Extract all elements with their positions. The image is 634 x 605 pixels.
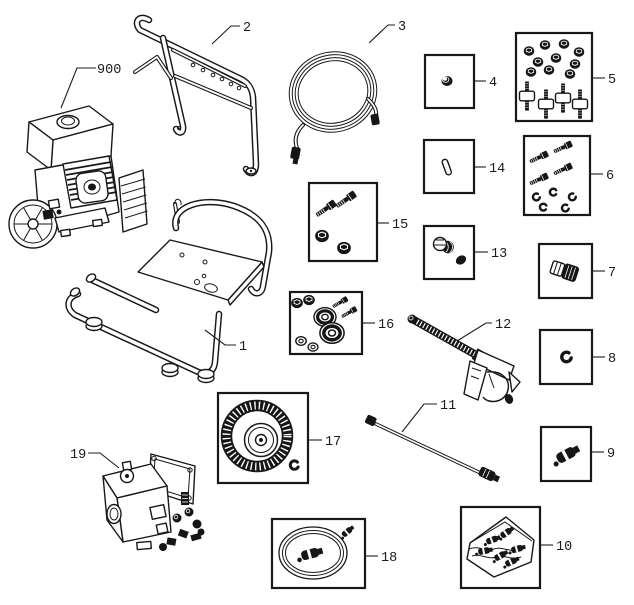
callout-label-15: 15 bbox=[392, 218, 408, 233]
callout-13: 13 bbox=[475, 247, 507, 262]
callout-12: 12 bbox=[456, 318, 511, 342]
callout-11: 11 bbox=[401, 399, 456, 433]
callout-label-3: 3 bbox=[398, 20, 406, 35]
callout-5: 5 bbox=[592, 73, 616, 88]
kit-box-nozzle bbox=[539, 425, 593, 483]
callout-label-10: 10 bbox=[556, 540, 572, 555]
callout-label-19: 19 bbox=[70, 448, 86, 463]
callout-label-6: 6 bbox=[606, 169, 614, 184]
kit-box-nuts-isolators bbox=[514, 31, 594, 123]
callout-label-11: 11 bbox=[440, 399, 456, 414]
kit-box-oring bbox=[270, 517, 367, 590]
kit-box-wheel bbox=[216, 391, 310, 485]
callout-8: 8 bbox=[592, 352, 616, 367]
part-handle bbox=[133, 14, 260, 177]
kit-box-bolts-nuts bbox=[307, 181, 379, 263]
callout-7: 7 bbox=[592, 266, 616, 281]
callout-label-5: 5 bbox=[608, 73, 616, 88]
part-engine bbox=[8, 105, 148, 249]
callout-9: 9 bbox=[591, 447, 615, 462]
callout-label-18: 18 bbox=[381, 551, 397, 566]
part-hose bbox=[288, 51, 380, 165]
part-pump bbox=[102, 453, 205, 551]
callout-label-9: 9 bbox=[607, 447, 615, 462]
callout-16: 16 bbox=[362, 318, 394, 333]
callout-label-7: 7 bbox=[608, 266, 616, 281]
kit-box-fitting-cap bbox=[422, 224, 476, 281]
callout-6: 6 bbox=[590, 169, 614, 184]
callout-2: 2 bbox=[211, 21, 251, 45]
callout-label-900: 900 bbox=[97, 63, 121, 78]
callout-label-4: 4 bbox=[489, 76, 497, 91]
part-wand bbox=[365, 414, 501, 483]
callout-label-13: 13 bbox=[491, 247, 507, 262]
callout-1: 1 bbox=[204, 329, 247, 355]
callout-label-2: 2 bbox=[243, 21, 251, 36]
kit-box-bearings bbox=[288, 290, 364, 356]
callout-10: 10 bbox=[540, 540, 572, 555]
callout-900: 900 bbox=[60, 63, 121, 109]
kit-box-bolts-clips bbox=[522, 134, 592, 217]
kit-box-bushing bbox=[423, 53, 476, 110]
callout-label-8: 8 bbox=[608, 352, 616, 367]
part-cart-frame bbox=[65, 198, 273, 384]
callout-label-16: 16 bbox=[378, 318, 394, 333]
part-spray-gun bbox=[407, 314, 521, 404]
kit-box-clip bbox=[538, 328, 594, 386]
callout-label-17: 17 bbox=[325, 435, 341, 450]
callout-18: 18 bbox=[365, 551, 397, 566]
callout-label-1: 1 bbox=[239, 340, 247, 355]
callout-15: 15 bbox=[377, 218, 408, 233]
callout-19: 19 bbox=[70, 448, 120, 469]
callout-label-14: 14 bbox=[489, 162, 505, 177]
callout-14: 14 bbox=[474, 162, 505, 177]
kit-box-pin bbox=[422, 138, 476, 195]
callout-4: 4 bbox=[474, 76, 497, 91]
callout-label-12: 12 bbox=[495, 318, 511, 333]
callout-17: 17 bbox=[308, 435, 341, 450]
kit-box-coupling bbox=[537, 242, 594, 300]
kit-box-nozzle-bag bbox=[459, 505, 542, 590]
callout-3: 3 bbox=[368, 20, 406, 44]
